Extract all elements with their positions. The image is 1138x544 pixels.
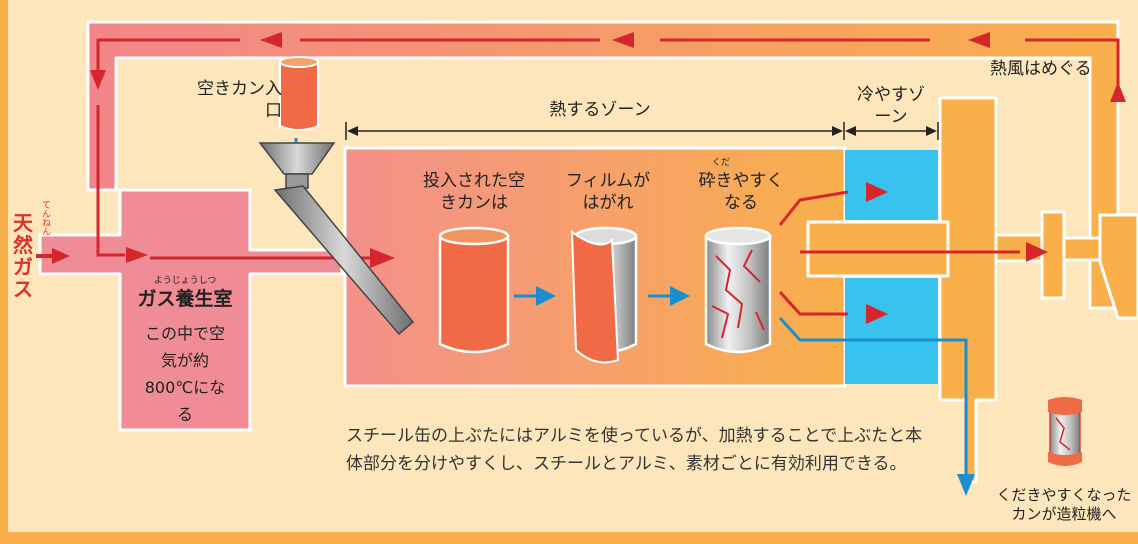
natural-gas-label: 天然ガス [13, 211, 33, 301]
can-inlet-label: 空きカン入口 [197, 79, 282, 121]
left-edge-strip [0, 0, 8, 544]
gas-chamber-ruby: ようじょうしつ [153, 276, 217, 286]
cool-zone-lower [845, 278, 938, 384]
can-stage-2 [570, 226, 638, 364]
hopper-and-chute [258, 142, 415, 336]
can-stage-3 [704, 226, 772, 354]
output-label: くだきやすくなったカンが造粒機へ [996, 486, 1132, 523]
gas-chamber-shape [38, 188, 344, 432]
right-tower [938, 96, 998, 484]
can-stage-1 [438, 226, 510, 354]
heat-zone-label: 熱するゾーン [549, 100, 651, 120]
stage2-label: フィルムがはがれ [565, 171, 651, 213]
bottom-edge-strip [0, 532, 1138, 544]
cool-zone-upper [845, 150, 938, 220]
can-output [1048, 397, 1082, 466]
zone-dimension-lines [345, 122, 939, 140]
process-note: スチール缶の上ぶたにはアルミを使っているが、加熱することで上ぶたと本体部分を分け… [346, 426, 923, 474]
discharge-pipe [806, 220, 950, 278]
natural-gas-ruby: てんねん [40, 200, 50, 236]
hot-air-arrows [96, 38, 1120, 316]
hot-air-arrowheads [52, 32, 1126, 324]
pipe-to-cyclone [1062, 236, 1106, 262]
cool-zone-label: 冷やすゾーン [857, 85, 925, 127]
stage3-ruby: くだ [712, 158, 731, 168]
gas-inlet-line [36, 254, 56, 258]
cyclone [1098, 213, 1138, 320]
stage3-label: 砕きやすくなる [698, 171, 784, 213]
hot-air-cycle-label: 熱風はめぐる [990, 59, 1092, 79]
gas-chamber-desc: この中で空気が約800℃になる [144, 324, 226, 424]
stage1-label: 投入された空きカンは [423, 171, 525, 213]
gas-chamber-label: ガス養生室 [137, 288, 233, 310]
inlet-can [279, 56, 319, 131]
fan-box [1040, 210, 1066, 300]
